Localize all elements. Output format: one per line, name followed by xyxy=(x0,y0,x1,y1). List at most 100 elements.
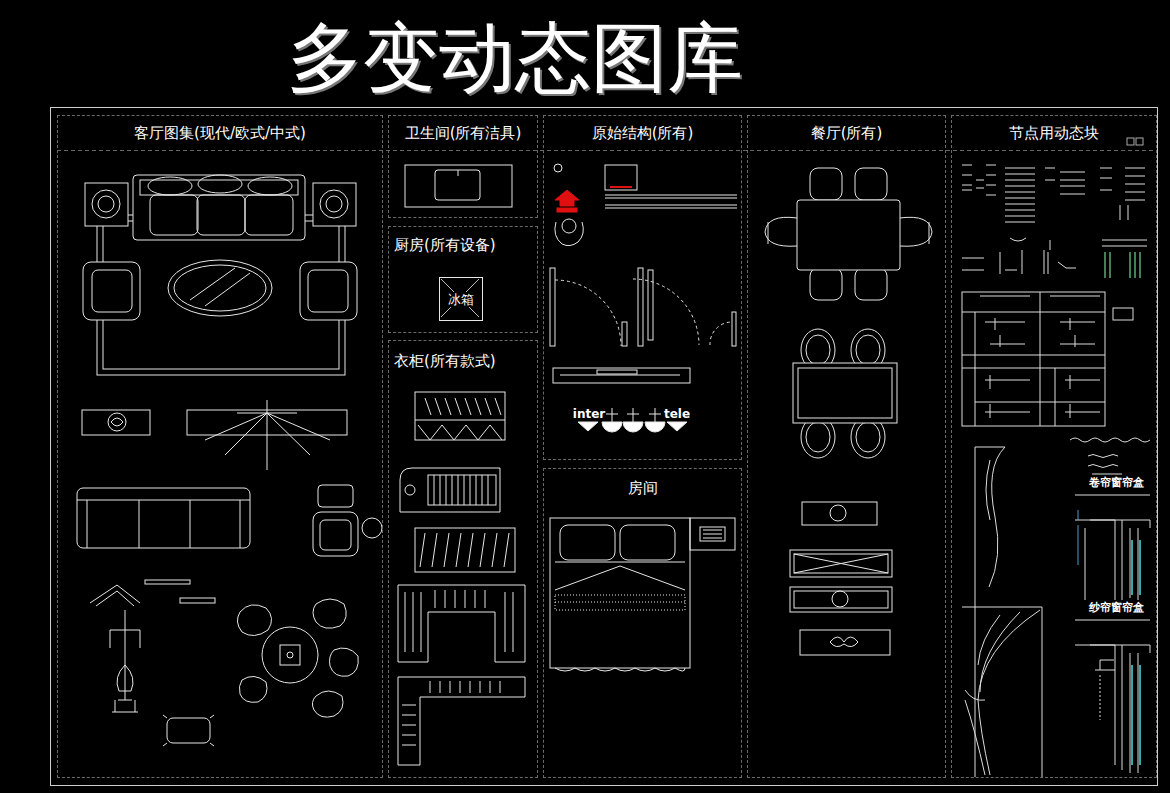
sheet-frame-part xyxy=(1127,138,1134,145)
section-panel: 衣柜(所有款式) xyxy=(388,340,538,778)
bedroom-blocks xyxy=(550,518,735,671)
living-room-blocks-part xyxy=(205,273,250,306)
living-room-blocks-part xyxy=(320,520,351,550)
dining-blocks xyxy=(765,168,932,655)
block-label: 冰箱 xyxy=(447,292,475,307)
section-panel: 卫生间(所有洁具) xyxy=(388,115,538,218)
living-room-blocks-part xyxy=(197,195,245,235)
section-panel: 厨房(所有设备)冰箱 xyxy=(388,226,538,333)
wardrobe-blocks-part xyxy=(425,398,501,415)
fridge-symbol-part xyxy=(441,279,479,317)
wardrobe-blocks-part xyxy=(415,420,505,421)
living-room-blocks-part xyxy=(148,177,192,195)
detail-blocks-part xyxy=(1010,205,1147,250)
structure-blocks-part xyxy=(550,268,555,346)
dining-blocks-part xyxy=(832,591,848,607)
wardrobe-blocks-part xyxy=(415,392,505,440)
bedroom-blocks-part xyxy=(555,566,685,590)
wardrobe-blocks-part xyxy=(398,585,525,662)
living-room-blocks-part xyxy=(92,190,120,218)
wardrobe-blocks-part xyxy=(415,528,515,572)
living-room-blocks-part xyxy=(262,627,318,683)
structure-blocks-part xyxy=(605,208,737,209)
wardrobe-blocks-part xyxy=(402,681,500,745)
living-room-blocks-part xyxy=(300,262,357,320)
detail-blocks-part xyxy=(1075,620,1150,773)
sheet-title: 多变动态图库 xyxy=(287,16,743,100)
living-room-blocks-part xyxy=(320,190,348,218)
living-room-blocks-part xyxy=(318,485,353,507)
fridge-symbol-part xyxy=(441,279,479,317)
section-panel: 节点用动态块 xyxy=(951,115,1157,778)
living-room-blocks-part xyxy=(326,196,342,212)
section-heading: 原始结构(所有) xyxy=(589,124,697,142)
structure-blocks-part xyxy=(605,198,737,199)
living-room-blocks-part xyxy=(92,270,132,312)
dining-blocks-part xyxy=(810,168,842,200)
dining-blocks-part xyxy=(830,637,858,647)
dining-blocks-part xyxy=(798,368,892,418)
bathroom-basin xyxy=(405,165,512,207)
living-room-blocks-part xyxy=(280,645,300,665)
dining-blocks-part xyxy=(790,550,892,577)
living-room-blocks-part xyxy=(77,488,250,548)
detail-blocks-part xyxy=(962,165,996,195)
detail-blocks-part xyxy=(962,607,1042,777)
detail-blocks-part xyxy=(1088,455,1122,475)
structure-blocks-part xyxy=(622,322,627,346)
structure-blocks xyxy=(550,164,737,432)
living-room-blocks-part xyxy=(313,183,356,226)
sheet-frame-part xyxy=(51,108,1158,786)
detail-blocks-part xyxy=(1132,540,1140,595)
detail-blocks-part xyxy=(1075,495,1150,600)
wardrobe-blocks-part xyxy=(434,475,488,505)
wardrobe-blocks-part xyxy=(420,533,509,567)
bathroom-basin-part xyxy=(405,165,512,207)
bedroom-blocks-part xyxy=(555,602,685,603)
structure-blocks-part xyxy=(555,280,621,346)
wardrobe-blocks-part xyxy=(405,485,415,495)
structure-blocks-part xyxy=(597,370,637,374)
living-room-blocks-part xyxy=(240,500,241,548)
living-room-blocks-part xyxy=(190,500,191,548)
bedroom-blocks-part xyxy=(703,530,722,538)
living-room-blocks-part xyxy=(112,712,138,713)
detail-blocks xyxy=(962,165,1150,777)
detail-blocks-part xyxy=(1045,168,1085,194)
living-room-blocks-part xyxy=(180,598,215,603)
dining-blocks-part xyxy=(900,217,932,246)
wardrobe-blocks xyxy=(398,392,525,765)
bedroom-blocks-part xyxy=(555,668,685,671)
bedroom-blocks-part xyxy=(690,518,735,550)
living-room-blocks-part xyxy=(167,718,210,743)
living-room-blocks-part xyxy=(237,605,271,636)
wardrobe-blocks-part xyxy=(400,468,500,512)
dining-blocks-part xyxy=(806,422,830,452)
structure-blocks-part xyxy=(578,422,598,431)
structure-blocks-part xyxy=(557,208,577,212)
living-room-blocks-part xyxy=(96,591,134,606)
fridge-block: 冰箱 xyxy=(439,277,483,321)
living-room-blocks-part xyxy=(308,270,348,312)
port-label: inter xyxy=(572,407,606,421)
detail-blocks-part xyxy=(965,690,985,775)
living-room-blocks-part xyxy=(287,652,293,658)
structure-blocks-part xyxy=(555,190,579,206)
living-room-blocks-part xyxy=(145,580,190,584)
dining-blocks-part xyxy=(856,422,880,452)
detail-blocks-part xyxy=(1132,665,1140,765)
dining-blocks-part xyxy=(855,168,887,200)
living-room-blocks-part xyxy=(108,413,126,431)
living-room-blocks-part xyxy=(87,500,88,548)
structure-blocks-part xyxy=(553,368,690,383)
living-room-blocks-part xyxy=(198,175,242,193)
dining-blocks-part xyxy=(794,554,888,573)
sheet-frame-part xyxy=(1136,138,1143,145)
bedroom-blocks-part xyxy=(555,562,685,563)
detail-blocks-part xyxy=(1100,168,1145,200)
living-room-blocks-part xyxy=(312,691,343,717)
detail-blocks-part xyxy=(962,292,1105,426)
living-room-blocks-part xyxy=(190,268,235,300)
detail-blocks-part xyxy=(1105,252,1140,278)
living-room-blocks-part xyxy=(115,700,116,712)
